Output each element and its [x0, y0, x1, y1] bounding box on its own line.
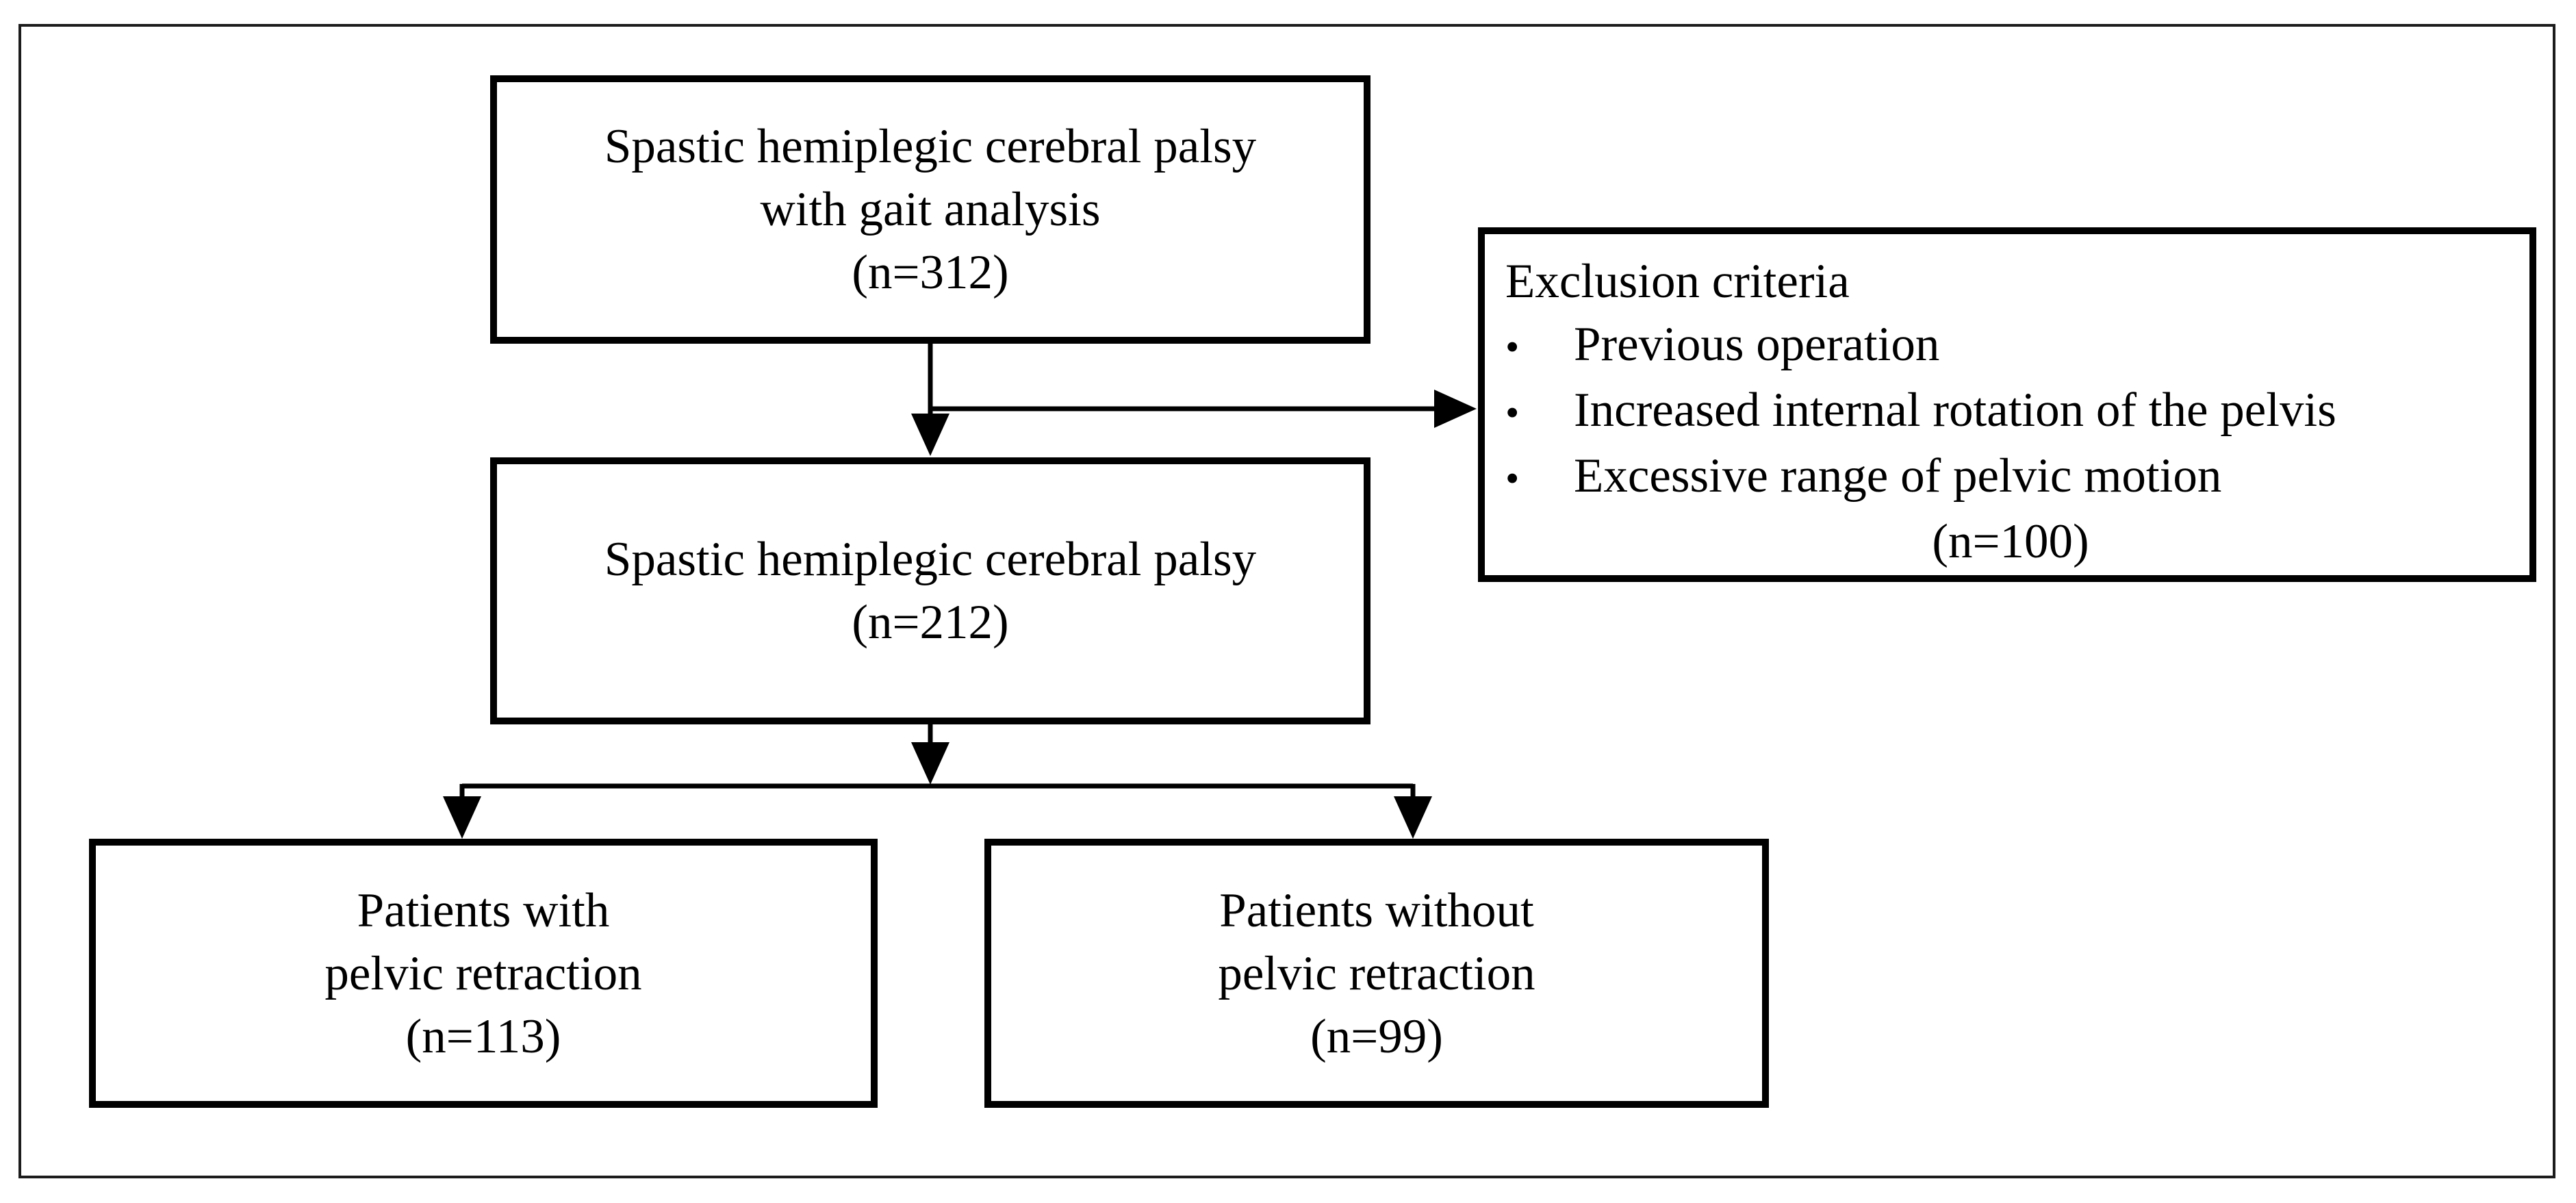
- exclusion-bullet-text: Excessive range of pelvic motion: [1574, 449, 2222, 503]
- box-cohort-initial: Spastic hemiplegic cerebral palsy with g…: [490, 75, 1370, 344]
- exclusion-bullet-item: • Previous operation: [1505, 313, 2516, 379]
- arrowhead-down-icon: [443, 796, 481, 839]
- box-line: (n=312): [852, 246, 1009, 299]
- box-line: (n=212): [852, 596, 1009, 649]
- arrowhead-right-icon: [1434, 390, 1477, 428]
- box-line: Spastic hemiplegic cerebral palsy: [604, 533, 1257, 586]
- exclusion-bullet-text: Previous operation: [1574, 318, 1940, 371]
- figure-border-frame: [18, 24, 2555, 1178]
- box-line: Spastic hemiplegic cerebral palsy: [604, 120, 1257, 173]
- box-line: Patients with: [357, 883, 610, 937]
- arrowhead-down-icon: [911, 742, 949, 785]
- bullet-icon: •: [1505, 325, 1520, 369]
- arrowhead-down-icon: [911, 414, 949, 456]
- bullet-icon: •: [1505, 456, 1520, 501]
- exclusion-bullet-text: Increased internal rotation of the pelvi…: [1574, 383, 2336, 437]
- bullet-icon: •: [1505, 390, 1520, 435]
- box-without-pelvic-retraction: Patients without pelvic retraction (n=99…: [984, 839, 1769, 1108]
- exclusion-count: (n=100): [1932, 515, 2089, 568]
- box-line: Patients without: [1219, 883, 1534, 937]
- box-line: (n=113): [405, 1009, 561, 1063]
- box-with-pelvic-retraction: Patients with pelvic retraction (n=113): [89, 839, 878, 1108]
- exclusion-title: Exclusion criteria: [1505, 255, 1850, 308]
- exclusion-bullet-item: • Increased internal rotation of the pel…: [1505, 379, 2516, 444]
- exclusion-bullet-item: • Excessive range of pelvic motion: [1505, 444, 2516, 510]
- box-line: (n=99): [1310, 1009, 1443, 1063]
- box-line: pelvic retraction: [1218, 946, 1535, 1000]
- box-exclusion-criteria: Exclusion criteria • Previous operation …: [1478, 227, 2536, 582]
- box-cohort-included: Spastic hemiplegic cerebral palsy (n=212…: [490, 457, 1370, 724]
- box-line: with gait analysis: [760, 183, 1101, 236]
- arrowhead-down-icon: [1394, 796, 1432, 839]
- box-line: pelvic retraction: [324, 946, 642, 1000]
